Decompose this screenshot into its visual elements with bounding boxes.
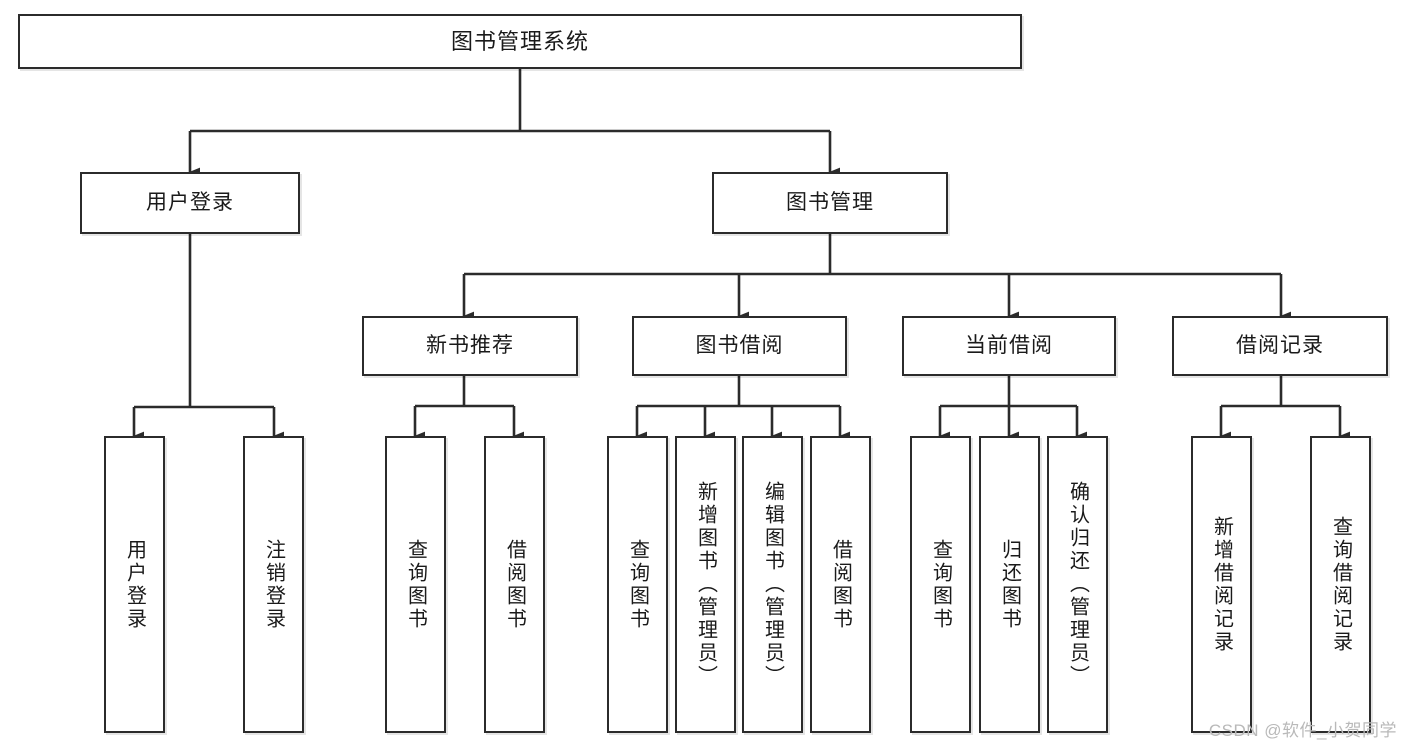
node-book-borrow[interactable]: 图书借阅 [632,316,847,376]
node-leaf-edit-book-label: 编辑图书（管理员） [761,481,784,688]
node-leaf-add-record[interactable]: 新增借阅记录 [1191,436,1252,733]
node-leaf-logout-label: 注销登录 [262,538,285,631]
node-root-label: 图书管理系统 [450,28,589,54]
node-leaf-borrow-book-1[interactable]: 借阅图书 [484,436,545,733]
node-new-book-rec-label: 新书推荐 [426,333,514,357]
node-leaf-edit-book[interactable]: 编辑图书（管理员） [742,436,803,733]
node-leaf-borrow-book-1-label: 借阅图书 [503,538,526,631]
node-new-book-rec[interactable]: 新书推荐 [362,316,578,376]
node-user-login-label: 用户登录 [146,190,234,214]
node-leaf-return-book-label: 归还图书 [998,538,1021,631]
node-leaf-add-record-label: 新增借阅记录 [1210,515,1233,654]
node-current-borrow[interactable]: 当前借阅 [902,316,1116,376]
node-leaf-return-book[interactable]: 归还图书 [979,436,1040,733]
node-leaf-confirm-return-label: 确认归还（管理员） [1066,481,1089,688]
node-leaf-query-record[interactable]: 查询借阅记录 [1310,436,1371,733]
node-leaf-borrow-book-2-label: 借阅图书 [829,538,852,631]
node-leaf-logout[interactable]: 注销登录 [243,436,304,733]
node-leaf-user-login[interactable]: 用户登录 [104,436,165,733]
node-leaf-add-book-label: 新增图书（管理员） [694,481,717,688]
node-leaf-query-book-1[interactable]: 查询图书 [385,436,446,733]
node-leaf-query-record-label: 查询借阅记录 [1329,515,1352,654]
node-book-borrow-label: 图书借阅 [695,333,784,357]
node-borrow-record-label: 借阅记录 [1236,333,1324,357]
node-leaf-borrow-book-2[interactable]: 借阅图书 [810,436,871,733]
node-leaf-query-book-2[interactable]: 查询图书 [607,436,668,733]
node-borrow-record[interactable]: 借阅记录 [1172,316,1388,376]
node-book-manage[interactable]: 图书管理 [712,172,948,234]
node-leaf-user-login-label: 用户登录 [123,538,146,631]
node-leaf-query-book-3[interactable]: 查询图书 [910,436,971,733]
node-leaf-query-book-1-label: 查询图书 [404,538,427,631]
node-leaf-confirm-return[interactable]: 确认归还（管理员） [1047,436,1108,733]
node-leaf-query-book-2-label: 查询图书 [626,538,649,631]
node-leaf-add-book[interactable]: 新增图书（管理员） [675,436,736,733]
node-current-borrow-label: 当前借阅 [965,333,1053,357]
watermark-text: CSDN @软件_小贺同学 [1208,721,1397,740]
node-user-login[interactable]: 用户登录 [80,172,300,234]
node-leaf-query-book-3-label: 查询图书 [929,538,952,631]
node-root[interactable]: 图书管理系统 [18,14,1022,69]
node-book-manage-label: 图书管理 [786,190,874,214]
